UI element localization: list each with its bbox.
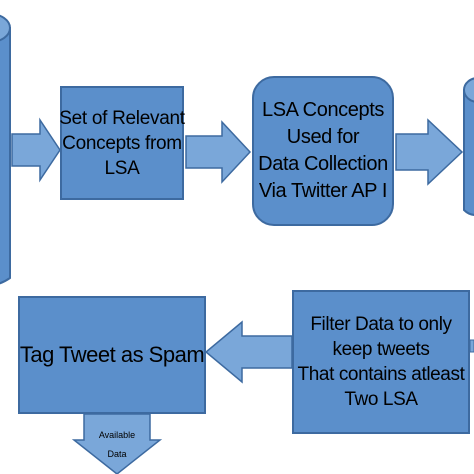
box-text-line: Filter Data to only [310,314,452,335]
box-text-line: LSA Concepts [262,99,384,121]
box-text-line: Via Twitter AP I [258,180,388,202]
database-cylinder-right [463,89,474,216]
box-text-line: That contains atleast [297,364,465,385]
box-text-line: Tag Tweet as Spam [19,342,205,367]
box-text-line: Set of Relevant [59,107,185,129]
relevant-concepts-box: Set of Relevant Concepts from LSA [59,86,185,200]
available-data-label-line2: Data [107,449,127,459]
box-text-line: Two LSA [344,389,418,410]
box-text-line: Data Collection [258,153,388,175]
arrow-right-1 [11,117,61,183]
arrow-left-4 [204,320,293,384]
filter-data-box: Filter Data to only keep tweets That con… [292,290,470,434]
box-text-line: Concepts from [62,132,182,154]
arrow-right-2 [185,120,252,184]
arrow-left-5 [469,339,474,353]
arrow-down-available-data [71,413,163,474]
database-cylinder-left-top [0,14,11,42]
lsa-concepts-box: LSA Concepts Used for Data Collection Vi… [252,76,394,226]
available-data-label-line1: Available [98,430,136,440]
database-cylinder-left [0,27,11,285]
database-cylinder-right-top [463,77,474,103]
tag-spam-box: Tag Tweet as Spam [18,296,206,414]
arrow-right-3 [395,118,464,186]
box-text-line: Used for [286,126,360,148]
box-text-line: keep tweets [332,339,430,360]
box-text-line: LSA [104,157,140,179]
